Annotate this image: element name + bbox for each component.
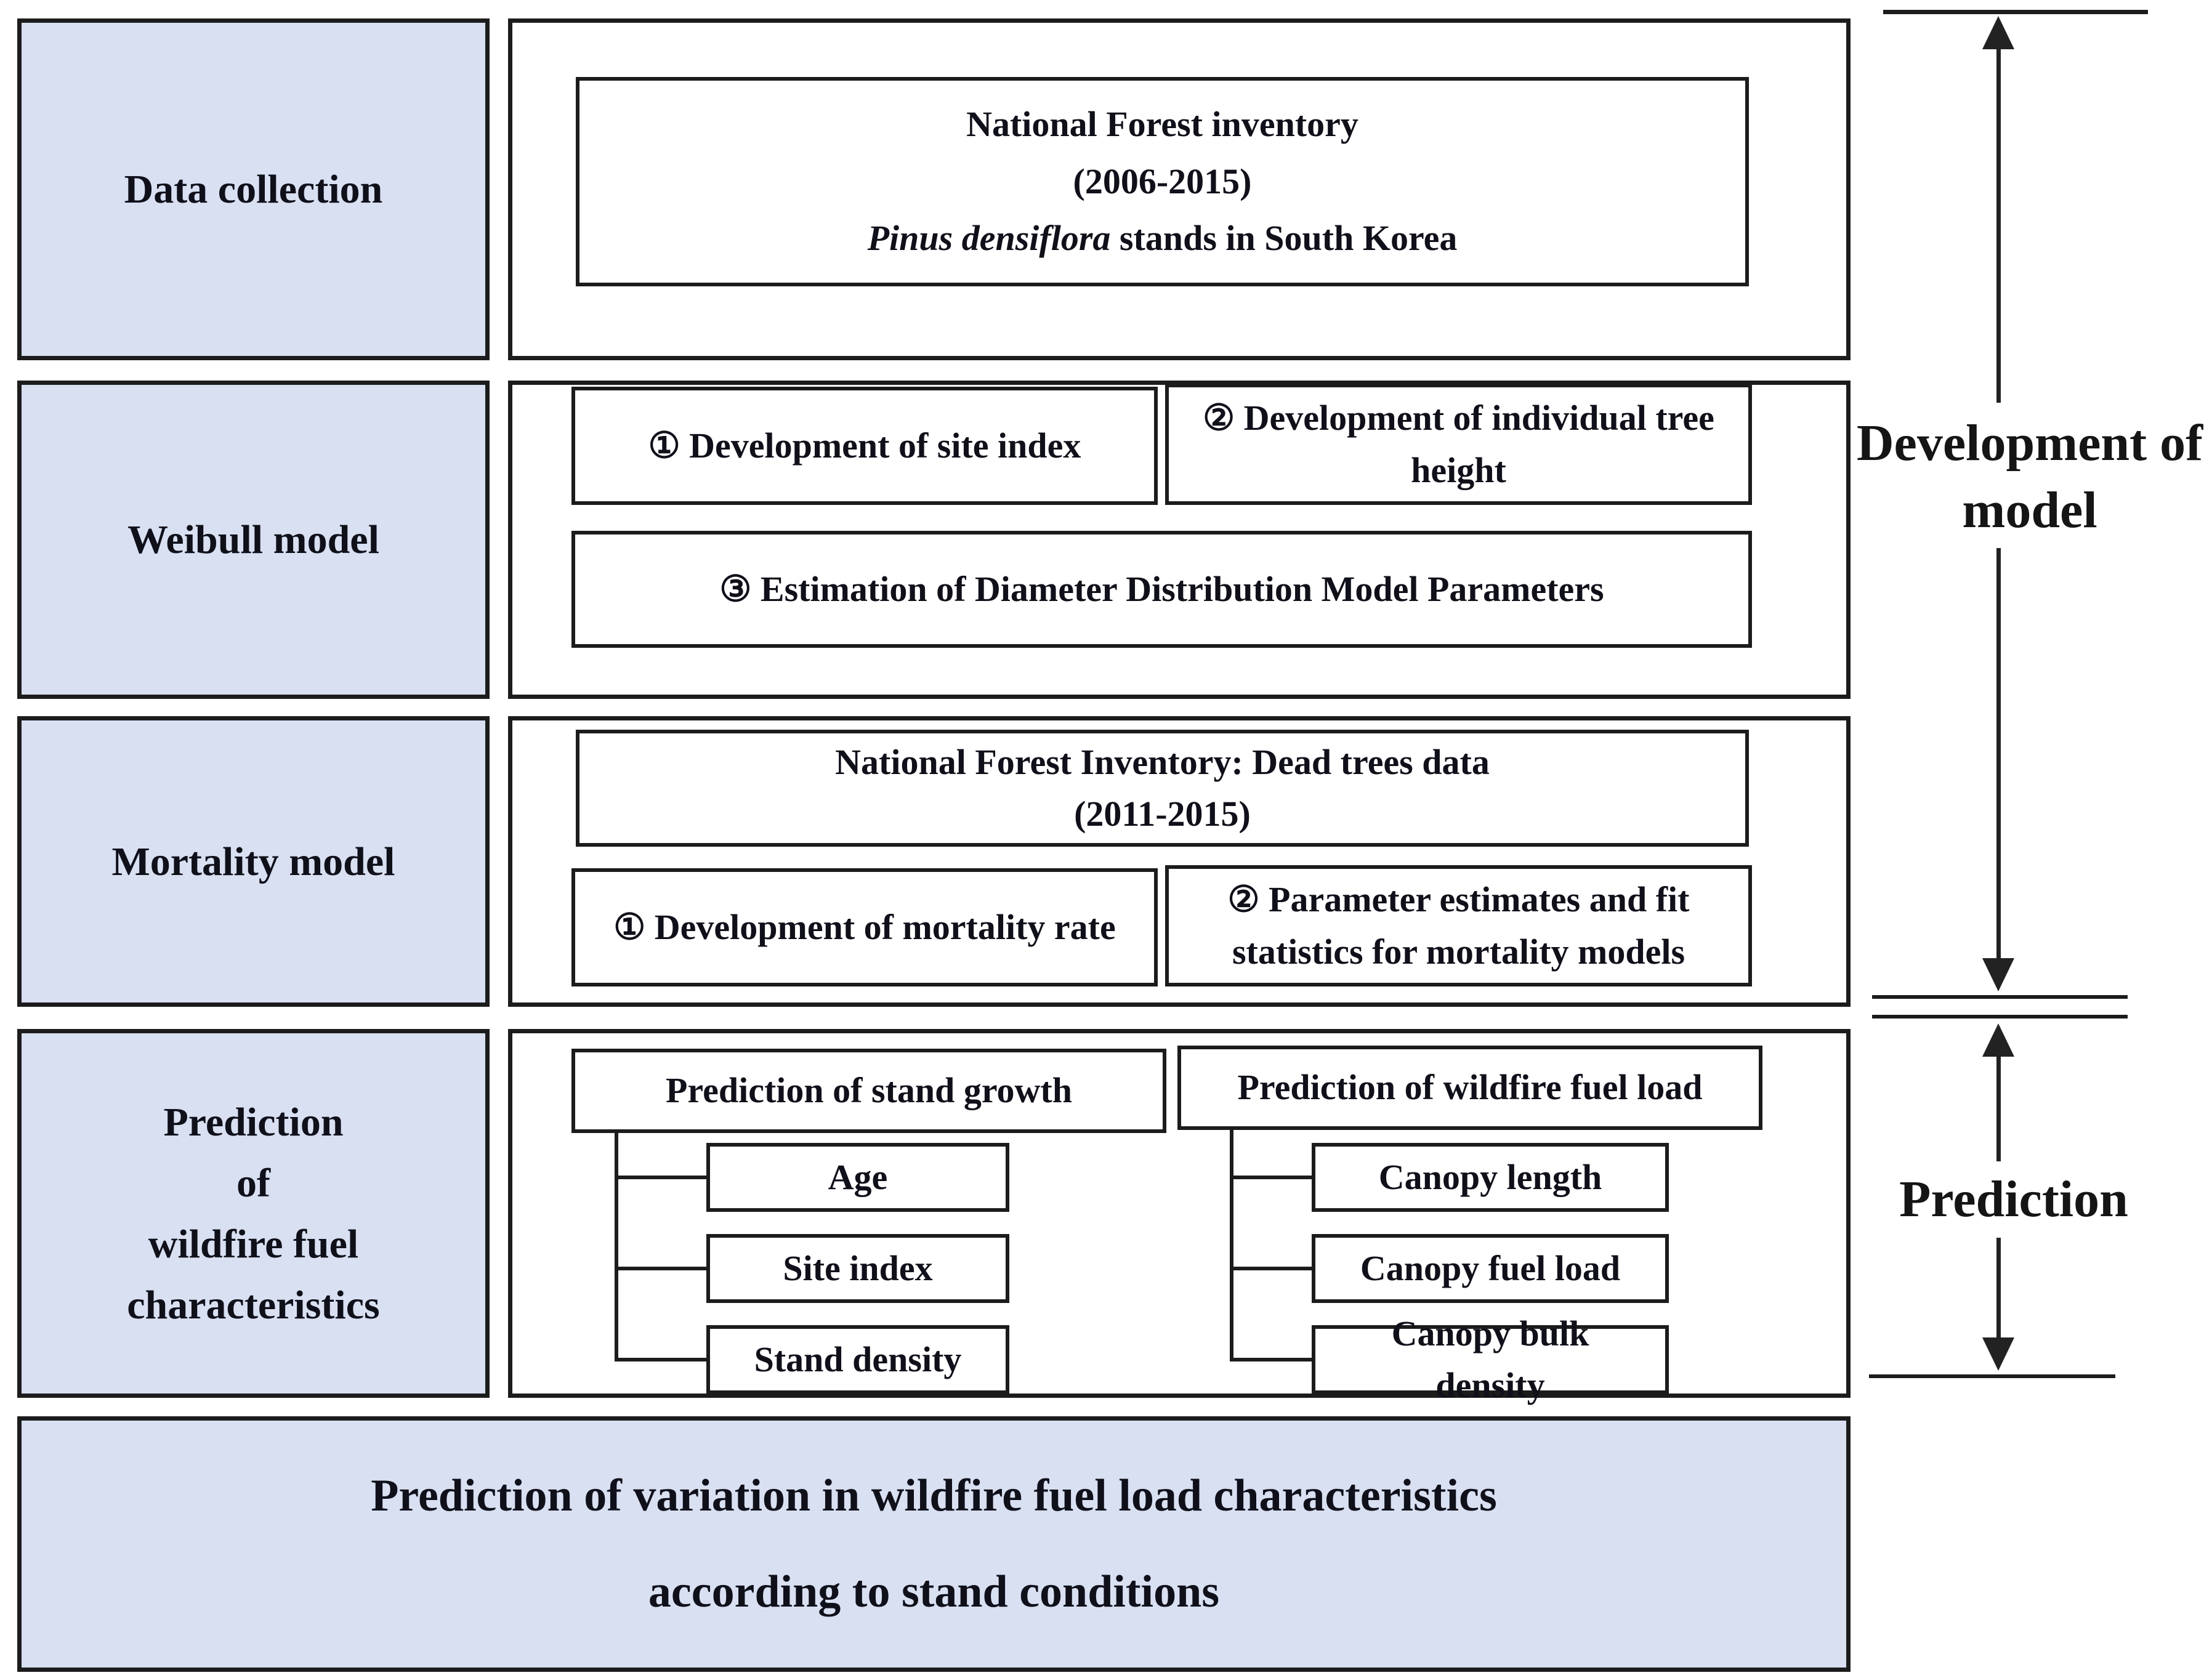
mortality-rate-box: ① Development of mortality rate — [571, 868, 1158, 986]
mortality-parameters-box: ② Parameter estimates and fit statistics… — [1165, 865, 1752, 986]
stage-data-collection: Data collection — [17, 18, 490, 360]
sub-box-canopy-fuel-load-label: Canopy fuel load — [1360, 1248, 1621, 1288]
weibull-tree-height-label: ② Development of individual tree height — [1203, 398, 1714, 490]
stand-growth-connector-stub-1 — [615, 1176, 706, 1179]
fuel-load-connector-trunk — [1230, 1130, 1233, 1361]
development-arrow-lower-shaft — [1996, 548, 2001, 959]
mortality-parameters-label: ② Parameter estimates and fit statistics… — [1227, 879, 1690, 972]
development-span-label: Development of model — [1856, 414, 2203, 539]
fuel-load-connector-stub-3 — [1230, 1358, 1312, 1361]
sub-box-site-index: Site index — [706, 1234, 1009, 1303]
stand-growth-header-label: Prediction of stand growth — [665, 1070, 1073, 1111]
sub-box-canopy-length: Canopy length — [1312, 1143, 1669, 1212]
development-span-top-line — [1883, 10, 2148, 14]
stage-mortality-model: Mortality model — [17, 716, 490, 1007]
sub-box-stand-density: Stand density — [706, 1325, 1009, 1394]
nfi-species-line: Pinus densiflora stands in South Korea — [868, 210, 1458, 267]
development-arrow-upper-shaft — [1996, 46, 2001, 403]
weibull-diameter-box: ③ Estimation of Diameter Distribution Mo… — [571, 531, 1752, 648]
fuel-load-connector-stub-2 — [1230, 1267, 1312, 1270]
prediction-arrow-upper-shaft — [1996, 1055, 2001, 1161]
fuel-load-connector-stub-1 — [1230, 1176, 1312, 1179]
sub-box-canopy-bulk-density: Canopy bulk density — [1312, 1313, 1669, 1405]
mortality-dead-trees-box: National Forest Inventory: Dead trees da… — [576, 730, 1749, 847]
sub-box-age-label: Age — [828, 1156, 888, 1197]
nfi-title: National Forest inventory (2006-2015) — [966, 103, 1358, 201]
sub-box-canopy-length-label: Canopy length — [1378, 1156, 1602, 1197]
conclusion-text: Prediction of variation in wildfire fuel… — [371, 1470, 1497, 1617]
nfi-text: National Forest inventory (2006-2015) Pi… — [868, 39, 1458, 325]
sub-box-age: Age — [706, 1143, 1009, 1212]
span-separator-line-1 — [1872, 995, 2128, 999]
stage-prediction-label: Prediction of wildfire fuel characterist… — [127, 1099, 380, 1328]
prediction-span-label: Prediction — [1899, 1171, 2128, 1228]
fuel-load-header-box: Prediction of wildfire fuel load — [1177, 1046, 1762, 1130]
stage-prediction: Prediction of wildfire fuel characterist… — [17, 1029, 490, 1398]
sub-box-canopy-fuel-load: Canopy fuel load — [1312, 1234, 1669, 1303]
nfi-box: National Forest inventory (2006-2015) Pi… — [576, 77, 1749, 286]
development-arrow-down-icon — [1982, 958, 2014, 991]
prediction-arrow-down-icon — [1982, 1337, 2014, 1371]
stage-data-collection-label: Data collection — [124, 167, 383, 212]
weibull-site-index-box: ① Development of site index — [571, 387, 1158, 505]
prediction-arrow-up-icon — [1982, 1023, 2014, 1057]
weibull-diameter-label: ③ Estimation of Diameter Distribution Mo… — [719, 568, 1604, 609]
span-separator-line-2 — [1872, 1015, 2128, 1018]
mortality-rate-label: ① Development of mortality rate — [613, 906, 1116, 947]
fuel-load-header-label: Prediction of wildfire fuel load — [1237, 1067, 1703, 1108]
sub-box-site-index-label: Site index — [783, 1248, 933, 1288]
stage-weibull-model-label: Weibull model — [127, 517, 379, 562]
nfi-species-italic: Pinus densiflora — [867, 218, 1111, 259]
prediction-arrow-lower-shaft — [1996, 1238, 2001, 1339]
weibull-site-index-label: ① Development of site index — [648, 425, 1081, 466]
development-arrow-up-icon — [1982, 16, 2014, 49]
stage-mortality-model-label: Mortality model — [111, 839, 395, 884]
sub-box-canopy-bulk-density-label: Canopy bulk density — [1391, 1313, 1589, 1405]
stand-growth-connector-stub-2 — [615, 1267, 706, 1270]
stand-growth-connector-trunk — [615, 1133, 618, 1361]
mortality-dead-trees-label: National Forest Inventory: Dead trees da… — [835, 741, 1490, 834]
stage-weibull-model: Weibull model — [17, 381, 490, 699]
stand-growth-header-box: Prediction of stand growth — [571, 1049, 1166, 1133]
conclusion-box: Prediction of variation in wildfire fuel… — [17, 1416, 1851, 1672]
stand-growth-connector-stub-3 — [615, 1358, 706, 1361]
nfi-species-rest: stands in South Korea — [1110, 218, 1458, 259]
sub-box-stand-density-label: Stand density — [754, 1339, 962, 1379]
weibull-tree-height-box: ② Development of individual tree height — [1165, 384, 1752, 505]
prediction-span-bottom-line — [1869, 1374, 2115, 1378]
